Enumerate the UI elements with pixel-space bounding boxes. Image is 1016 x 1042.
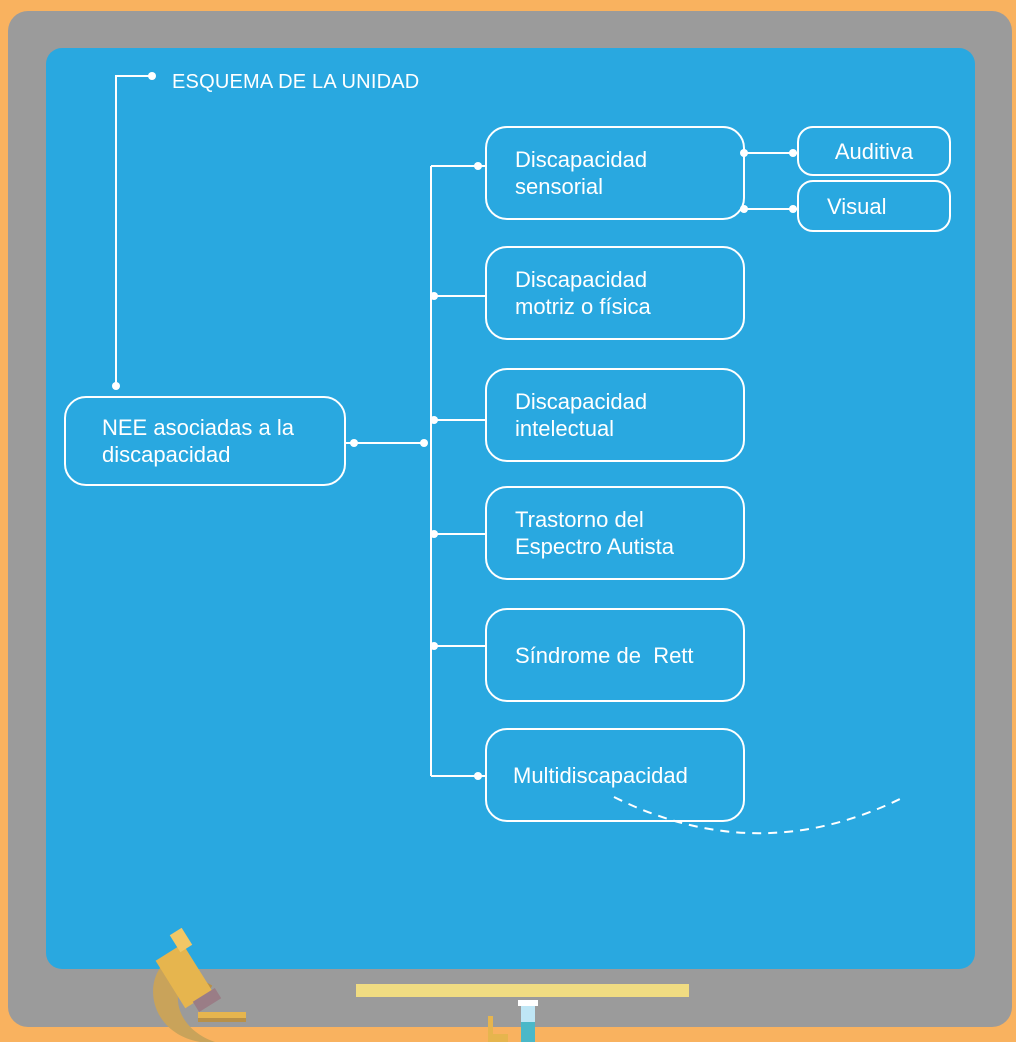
category-node-rett: Síndrome de Rett xyxy=(485,608,745,702)
category-node-motriz: Discapacidad motriz o física xyxy=(485,246,745,340)
subcategory-node-visual: Visual xyxy=(797,180,951,232)
subcategory-node-auditiva: Auditiva xyxy=(797,126,951,176)
category-label: Multidiscapacidad xyxy=(513,762,688,788)
subcategory-label: Visual xyxy=(827,193,887,219)
category-label: Trastorno del Espectro Autista xyxy=(515,507,674,559)
microscope-icon xyxy=(153,928,246,1042)
root-node-label: NEE asociadas a la discapacidad xyxy=(102,415,294,467)
category-node-multidiscapacidad: Multidiscapacidad xyxy=(485,728,745,822)
category-node-intelectual: Discapacidad intelectual xyxy=(485,368,745,462)
category-label: Discapacidad intelectual xyxy=(515,389,648,441)
category-label: Síndrome de Rett xyxy=(515,642,694,668)
category-node-autista: Trastorno del Espectro Autista xyxy=(485,486,745,580)
category-label: Discapacidad sensorial xyxy=(515,147,648,199)
category-node-sensorial: Discapacidad sensorial xyxy=(485,126,745,220)
root-node: NEE asociadas a la discapacidad xyxy=(64,396,346,486)
category-label: Discapacidad motriz o física xyxy=(515,267,651,319)
test-tube-icon xyxy=(488,1000,538,1042)
chalk-shelf xyxy=(356,984,689,997)
diagram-title: ESQUEMA DE LA UNIDAD xyxy=(172,71,420,93)
subcategory-label: Auditiva xyxy=(834,138,914,164)
